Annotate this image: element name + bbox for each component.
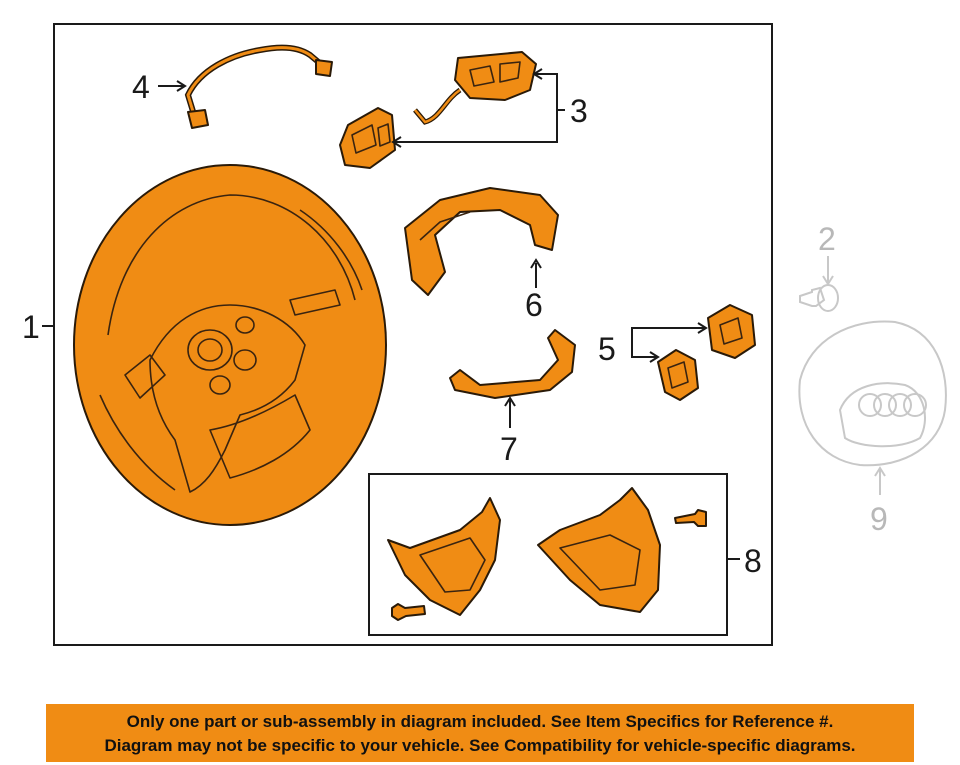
leader-5 [631,327,704,358]
callout-5: 5 [598,331,616,367]
cover-right [537,487,661,613]
steering-switch-left [339,107,396,169]
arrow-3b [391,136,402,148]
arrow-6 [530,258,542,269]
arrow-3a [532,68,543,80]
steering-switch-right [413,51,537,125]
arrow-5a [697,322,708,334]
callout-4: 4 [132,69,150,105]
disclaimer-line-2: Diagram may not be specific to your vehi… [104,736,856,755]
wire-harness [184,44,333,129]
cover-left [387,497,501,616]
disclaimer-line-1: Only one part or sub-assembly in diagram… [126,712,834,731]
arrow-9 [874,466,886,477]
arrow-5b [649,351,660,363]
callout-6: 6 [525,287,543,323]
ghost-bolt [799,284,839,312]
switch-upper [707,304,756,359]
steering-wheel [73,164,387,526]
callout-2: 2 [818,221,836,257]
callout-9: 9 [870,501,888,537]
item-8-box [368,473,728,636]
arrow-7 [504,396,516,407]
arrow-2 [822,275,834,286]
callout-8: 8 [744,543,762,579]
arrow-4 [176,80,187,92]
switch-lower [657,349,699,401]
parts-diagram: 1 4 3 6 7 5 8 2 9 [22,23,947,646]
callout-7: 7 [500,431,518,467]
callout-3: 3 [570,93,588,129]
screw-left [391,603,426,621]
main-frame [53,23,773,646]
ghost-airbag [798,320,947,467]
callout-1: 1 [22,309,40,345]
leader-3 [394,73,558,143]
lower-trim [449,329,576,399]
trim-cover [404,187,559,296]
screw-right [674,509,707,527]
disclaimer-banner: Only one part or sub-assembly in diagram… [46,704,914,762]
